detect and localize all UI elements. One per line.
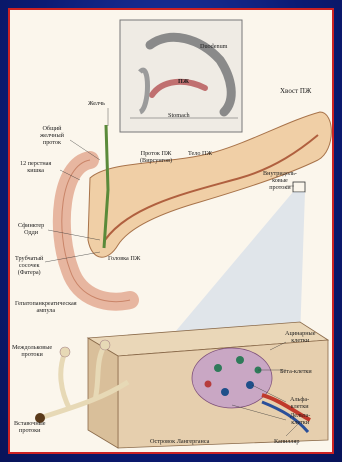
label-sphincter: Сфинктер Одди <box>18 222 44 236</box>
label-alpha-cells: Альфа- клетки <box>290 396 309 410</box>
label-pancreas-body: Тело ПЖ <box>188 150 212 157</box>
inset-label-duodenum: Duodenum <box>200 43 228 50</box>
label-interlobular-ducts: Междольковые протоки <box>12 344 52 358</box>
label-intralobular-ducts: Внутридоль- ковые протоки <box>263 170 297 191</box>
zoom-wedge <box>170 192 305 338</box>
label-pancreas-head: Головка ПЖ <box>108 255 140 262</box>
label-beta-cells: Бета-клетки <box>280 368 312 375</box>
label-pancreatic-duct: Проток ПЖ (Вирсунгов) <box>140 150 172 164</box>
label-intercalated-ducts: Вставочные протоки <box>14 420 46 434</box>
label-pancreas-tail: Хвост ПЖ <box>280 88 311 95</box>
label-duodenum: 12 перстная кишка <box>20 160 51 174</box>
islet-shape <box>192 348 272 408</box>
label-delta-cells: Дельта- клетки <box>290 412 310 426</box>
label-ampulla: Гепатопанкреатическая ампула <box>15 300 77 314</box>
label-papilla: Трубчатый сосочек (Фатера) <box>15 255 43 276</box>
label-acinar-cells: Ацинарные клетки <box>285 330 315 344</box>
label-gallbladder: Желчь <box>88 100 105 107</box>
inset-label-pancreas: ПЖ <box>178 78 189 85</box>
label-capillary: Капилляр <box>274 438 299 445</box>
label-common-bile-duct: Общий желчный проток <box>40 125 64 146</box>
inset-label-stomach: Stomach <box>168 112 190 119</box>
label-islet: Островок Лангерганса <box>150 438 209 445</box>
